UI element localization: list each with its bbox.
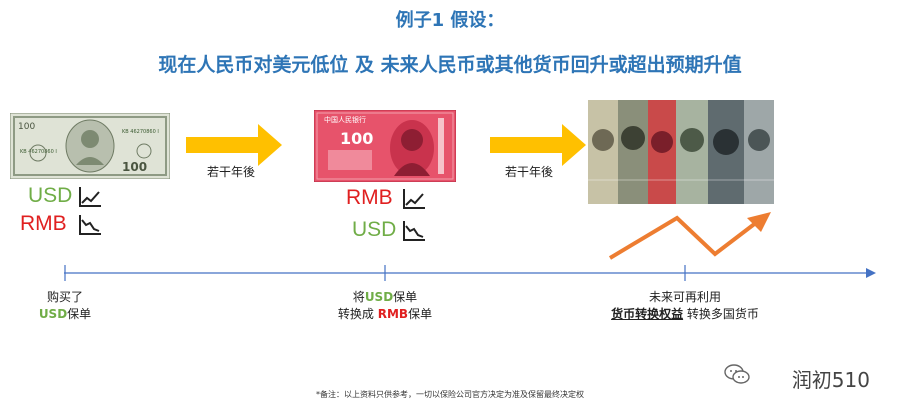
rmb-note-header: 中国人民银行 [324, 115, 366, 124]
stage2-line2: 转换成 RMB保单 [320, 306, 450, 323]
rmb-note-denom: 100 [340, 129, 373, 148]
stage1-line2-rest: 保单 [67, 307, 92, 321]
stage1-caption: 购买了 USD保单 [10, 289, 120, 323]
trend-down-icon [79, 215, 101, 235]
stage1-rmb-label: RMB [20, 212, 67, 235]
wechat-icon [724, 364, 750, 384]
stage2-usd-highlight: USD [364, 290, 394, 304]
watermark: 润初510 [791, 368, 870, 392]
stage3-line2: 货币转换权益 转换多国货币 [600, 306, 770, 323]
arrow-label-2: 若干年後 [504, 165, 553, 179]
stage2-usd-label: USD [352, 218, 397, 241]
stage3-caption: 未来可再利用 货币转换权益 转换多国货币 [600, 289, 770, 323]
stage1-usd-highlight: USD [38, 307, 68, 321]
stage2-caption: 将USD保单 转换成 RMB保单 [320, 289, 450, 323]
stage2-rmb-highlight: RMB [377, 307, 409, 321]
stage1-usd-label: USD [28, 184, 73, 207]
stage2-line1-post: 保单 [393, 290, 418, 304]
footnote: *备注：以上资料只供参考，一切以保险公司官方决定为准及保留最终决定权 [316, 390, 584, 399]
stage1-line2: USD保单 [10, 306, 120, 323]
multi-currency-collage-image [588, 100, 774, 204]
stage2-line2-pre: 转换成 [337, 307, 378, 321]
stage3-line1: 未来可再利用 [648, 290, 721, 304]
stage2-line1: 将USD保单 [320, 289, 450, 306]
trend-down-icon-2 [403, 221, 425, 241]
currency-rise-trend-arrow-icon [608, 212, 771, 260]
stage2-rmb-label: RMB [346, 186, 393, 209]
trend-up-icon-2 [403, 189, 425, 209]
usd-bill-serial-2: KB 46270860 I [20, 149, 57, 155]
rmb-banknote-image: 中国人民银行 100 [314, 110, 456, 182]
arrow-label-1: 若干年後 [206, 165, 255, 179]
page-title: 例子1 假设： [395, 10, 505, 31]
usd-bill-denom-top: 100 [18, 122, 35, 132]
page-subtitle: 现在人民币对美元低位 及 未来人民币或其他货币回升或超出预期升值 [158, 54, 742, 76]
usd-banknote-image: 100 100 KB 46270860 I KB 46270860 I [10, 113, 170, 179]
timeline-axis [64, 265, 876, 281]
stage3-bold-text: 货币转换权益 [611, 307, 684, 321]
usd-bill-denom-bottom: 100 [122, 160, 147, 174]
stage2-line2-post: 保单 [408, 307, 433, 321]
arrow-right-icon-2 [490, 124, 586, 166]
stage3-line2-rest: 转换多国货币 [683, 307, 759, 321]
usd-bill-serial: KB 46270860 I [122, 129, 159, 135]
stage1-line1: 购买了 [46, 290, 83, 304]
trend-up-icon [79, 187, 101, 207]
stage2-line1-pre: 将 [352, 290, 365, 304]
arrow-right-icon [186, 124, 282, 166]
